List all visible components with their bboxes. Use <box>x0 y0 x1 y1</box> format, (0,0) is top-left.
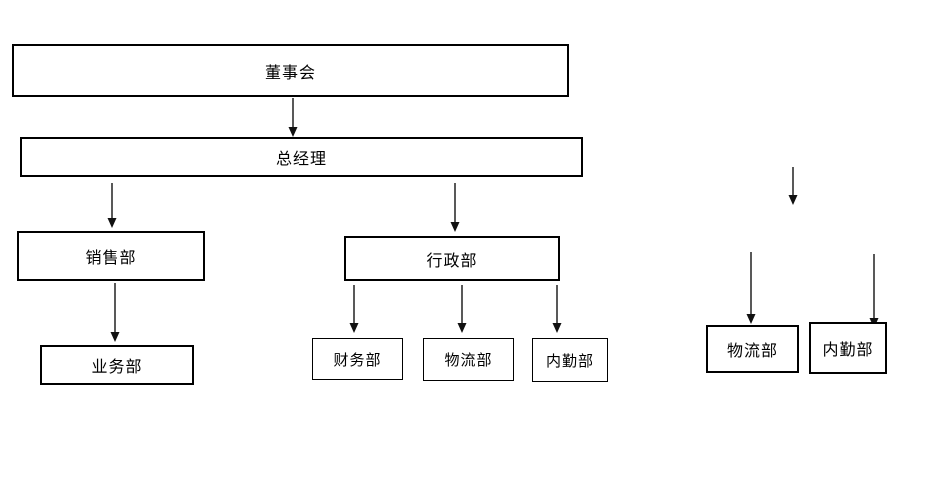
arrow-to-office-right <box>869 254 879 328</box>
org-node-sales-dept: 销售部 <box>17 231 205 281</box>
org-node-logistics-dept-label: 物流部 <box>444 351 493 369</box>
org-node-logistics-dept-right-label: 物流部 <box>726 341 778 360</box>
arrow-to-logistics-right <box>746 252 756 324</box>
arrow-board-to-general-manager <box>288 98 298 137</box>
org-node-admin-dept-label: 行政部 <box>426 250 478 270</box>
org-node-general-manager: 总经理 <box>20 137 583 177</box>
org-node-logistics-dept-right: 物流部 <box>706 325 799 373</box>
arrow-admin-to-office <box>552 285 562 333</box>
org-node-business-dept: 业务部 <box>40 345 194 385</box>
org-node-office-dept-right: 内勤部 <box>809 322 887 374</box>
arrow-floating-short <box>788 167 798 205</box>
arrow-general-manager-to-admin <box>450 183 460 232</box>
org-node-finance-dept: 财务部 <box>312 338 403 380</box>
org-node-sales-dept-label: 销售部 <box>85 248 137 267</box>
org-node-logistics-dept: 物流部 <box>423 338 514 381</box>
arrow-general-manager-to-sales <box>107 183 117 228</box>
arrow-admin-to-finance <box>349 285 359 333</box>
org-node-finance-dept-label: 财务部 <box>333 350 382 369</box>
org-node-admin-dept: 行政部 <box>344 236 560 281</box>
arrow-sales-to-business <box>110 283 120 342</box>
arrow-admin-to-logistics <box>457 285 467 333</box>
org-node-business-dept-label: 业务部 <box>91 357 143 376</box>
org-node-board: 董事会 <box>12 44 569 97</box>
org-node-office-dept-label: 内勤部 <box>545 351 594 370</box>
org-node-office-dept: 内勤部 <box>532 338 608 382</box>
org-node-general-manager-label: 总经理 <box>275 149 327 168</box>
org-node-board-label: 董事会 <box>264 62 316 82</box>
org-node-office-dept-right-label: 内勤部 <box>822 340 874 359</box>
